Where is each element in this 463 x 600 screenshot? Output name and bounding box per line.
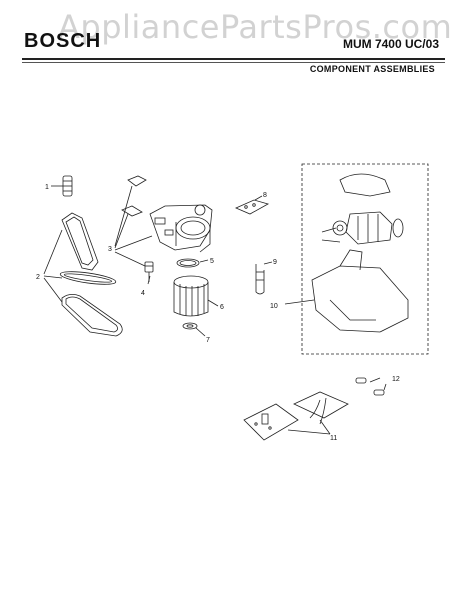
callout-1: 1: [45, 184, 49, 191]
part-1-coupling: [51, 175, 73, 197]
part-7-washer: [182, 322, 206, 337]
callout-4: 4: [141, 290, 145, 297]
part-8-board: [235, 195, 270, 215]
watermark: AppliancePartsPros.com: [58, 8, 453, 46]
callout-3: 3: [108, 246, 112, 253]
part-11-circuit-board: [243, 391, 349, 441]
header-rule-thin: [22, 62, 445, 63]
callout-11: 11: [330, 435, 337, 442]
part-3-gear-housing: [114, 175, 213, 267]
part-5-ring: [176, 258, 209, 268]
model-number: MUM 7400 UC/03: [342, 37, 439, 51]
part-2-belts: [43, 212, 123, 337]
part-6-motor: [173, 275, 219, 317]
callout-2: 2: [36, 274, 40, 281]
section-title: COMPONENT ASSEMBLIES: [309, 64, 435, 74]
header-rule: [22, 58, 445, 60]
part-10-assembly: [284, 163, 429, 355]
brand-logo: BOSCH: [24, 30, 102, 52]
part-9-clip: [255, 261, 273, 295]
callout-7: 7: [206, 337, 210, 344]
part-12-caps: [355, 377, 387, 396]
callout-12: 12: [392, 376, 400, 383]
callout-10: 10: [270, 303, 278, 310]
part-4-screw: [144, 261, 154, 285]
callout-9: 9: [273, 259, 277, 266]
callout-5: 5: [210, 258, 214, 265]
callout-6: 6: [220, 304, 224, 311]
callout-8: 8: [263, 192, 267, 199]
